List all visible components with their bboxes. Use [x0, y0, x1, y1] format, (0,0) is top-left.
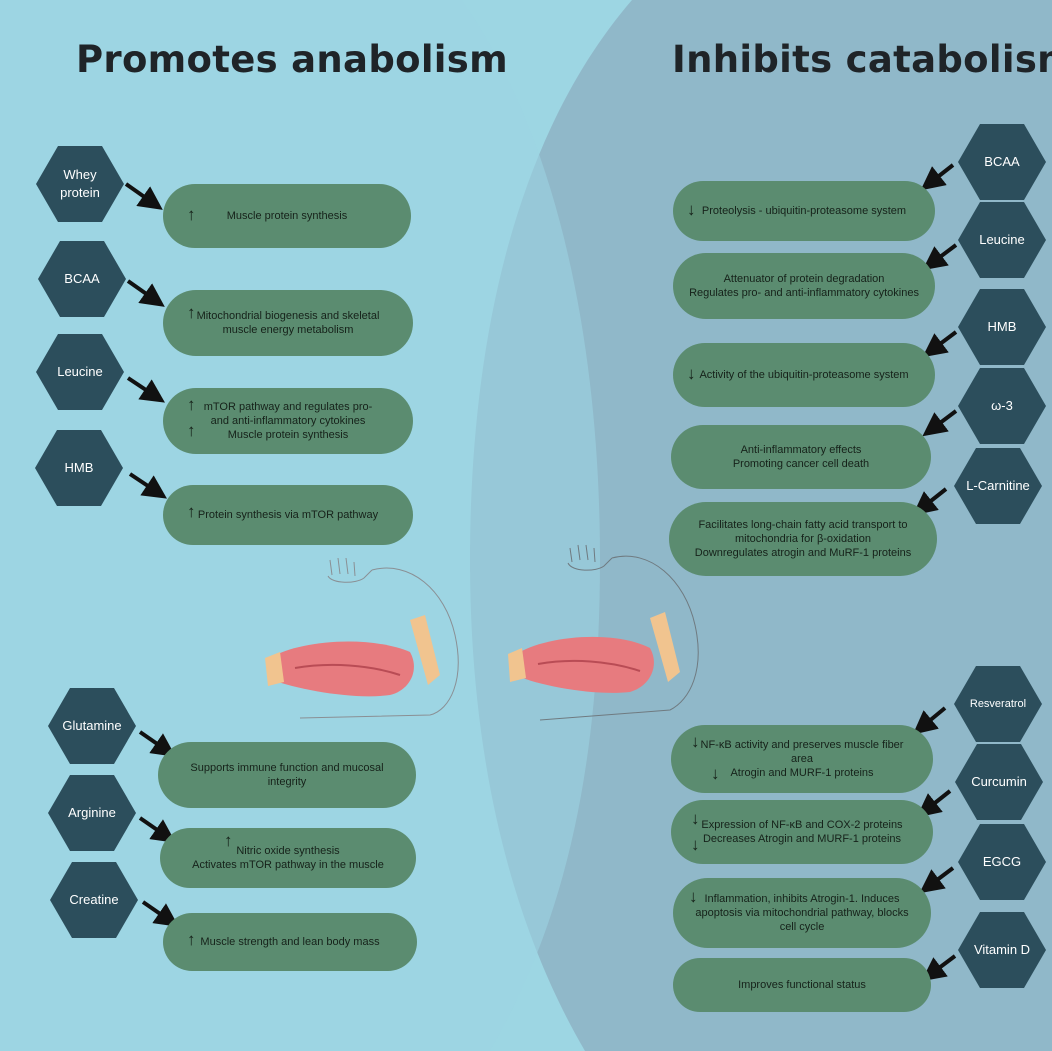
up-arrow-icon: ↑: [187, 303, 196, 322]
effect-muscle-protein-synthesis: ↑ Muscle protein synthesis: [163, 184, 411, 248]
hexagon-label: ω-3: [991, 398, 1013, 414]
effect-protein-synthesis-mtor: ↑ Protein synthesis via mTOR pathway: [163, 485, 413, 545]
hexagon-label: L-Carnitine: [966, 478, 1030, 494]
effect-ubiquitin-proteasome-activity: ↓ Activity of the ubiquitin-proteasome s…: [673, 343, 935, 407]
down-arrow-icon: ↓: [689, 887, 698, 906]
hexagon-label: BCAA: [984, 154, 1020, 170]
effect-line: apoptosis via mitochondrial pathway, blo…: [695, 906, 909, 919]
down-arrow-icon: ↓: [691, 835, 700, 854]
effect-line: NF-κB activity and preserves muscle fibe…: [700, 738, 904, 751]
effect-line: integrity: [267, 776, 307, 788]
hexagon-label: Leucine: [57, 364, 103, 380]
effect-line: Attenuator of protein degradation: [723, 272, 885, 285]
effect-proteolysis: ↓ Proteolysis - ubiquitin-proteasome sys…: [673, 181, 935, 241]
effect-line: Decreases Atrogin and MURF-1 proteins: [702, 833, 902, 845]
effect-line: Atrogin and MURF-1 proteins: [730, 767, 874, 780]
hexagon-label: EGCG: [982, 854, 1022, 870]
effect-line: Nitric oxide synthesis: [236, 844, 340, 857]
effect-nf-kb-activity: ↓ ↓ NF-κB activity and preserves muscle …: [671, 725, 933, 793]
effect-line: Muscle protein synthesis: [227, 429, 349, 442]
effect-line: cell cycle: [779, 921, 825, 934]
hexagon-arginine: Arginine: [48, 775, 136, 851]
down-arrow-icon: ↓: [687, 200, 696, 219]
hexagon-label: Glutamine: [62, 718, 122, 734]
up-arrow-icon: ↑: [224, 831, 233, 850]
effect-line: and anti-inflammatory cytokines: [210, 414, 366, 427]
effect-functional-status: Improves functional status: [673, 958, 931, 1012]
up-arrow-icon: ↑: [187, 930, 196, 949]
hexagon-glutamine: Glutamine: [48, 688, 136, 764]
down-arrow-icon: ↓: [691, 732, 700, 751]
down-arrow-icon: ↓: [687, 364, 696, 383]
hexagon-label: Resveratrol: [969, 697, 1027, 710]
effect-mitochondrial-biogenesis: ↑ Mitochondrial biogenesis and skeletal m…: [163, 290, 413, 356]
effect-line: Anti-inflammatory effects: [740, 443, 862, 456]
effect-line: mTOR pathway and regulates pro-: [203, 400, 373, 413]
effect-mtor-pathway: ↑ ↑ mTOR pathway and regulates pro-and a…: [163, 388, 413, 454]
effect-line: Proteolysis - ubiquitin-proteasome syste…: [701, 204, 907, 217]
down-arrow-icon: ↓: [711, 764, 720, 783]
hexagon-label: Whey protein: [60, 167, 100, 200]
effect-line: area: [790, 752, 813, 765]
effect-line: mitochondria for β-oxidation: [735, 532, 871, 545]
up-arrow-icon: ↑: [187, 421, 196, 440]
effect-line: Improves functional status: [738, 978, 866, 991]
effect-line: Promoting cancer cell death: [732, 458, 870, 470]
effect-line: Regulates pro- and anti-inflammatory cyt…: [689, 287, 919, 299]
arm-illustration-right: [508, 544, 699, 721]
effect-line: Mitochondrial biogenesis and skeletal: [196, 309, 380, 322]
hexagon-creatine: Creatine: [50, 862, 138, 938]
effect-line: Activates mTOR pathway in the muscle: [192, 859, 384, 871]
arm-illustration-left: [265, 557, 459, 719]
effect-line: Muscle protein synthesis: [226, 209, 348, 222]
effect-line: muscle energy metabolism: [222, 324, 354, 336]
right-title: Inhibits catabolism: [672, 38, 1052, 81]
hexagon-label: HMB: [64, 460, 94, 476]
hexagon-label: HMB: [987, 319, 1017, 335]
hexagon-label: Curcumin: [971, 774, 1027, 790]
effect-fatty-acid-transport: Facilitates long-chain fatty acid transp…: [669, 502, 937, 576]
hexagon-whey-protein: Whey protein: [36, 146, 124, 222]
effect-cox2-expression: ↓ ↓ Expression of NF-κB and COX-2 protei…: [671, 800, 933, 864]
effect-line: Activity of the ubiquitin-proteasome sys…: [699, 368, 909, 381]
up-arrow-icon: ↑: [187, 395, 196, 414]
effect-line: Protein synthesis via mTOR pathway: [197, 508, 379, 521]
up-arrow-icon: ↑: [187, 502, 196, 521]
hexagon-label: Arginine: [68, 805, 116, 821]
hexagon-label: Creatine: [69, 892, 119, 908]
effect-line: Facilitates long-chain fatty acid transp…: [698, 518, 908, 531]
effect-line: Muscle strength and lean body mass: [200, 935, 380, 948]
effect-line: Expression of NF-κB and COX-2 proteins: [701, 818, 903, 831]
hexagon-label: Leucine: [979, 232, 1025, 248]
down-arrow-icon: ↓: [691, 809, 700, 828]
effect-line: Inflammation, inhibits Atrogin-1. Induce…: [704, 892, 900, 905]
up-arrow-icon: ↑: [187, 205, 196, 224]
effect-immune-function: Supports immune function and mucosal inte…: [158, 742, 416, 808]
hexagon-label: Vitamin D: [973, 942, 1031, 958]
left-title: Promotes anabolism: [76, 38, 508, 81]
effect-inflammation-apoptosis: ↓ Inflammation, inhibits Atrogin-1. Indu…: [673, 878, 931, 948]
effect-line: Supports immune function and mucosal: [190, 761, 384, 774]
effect-line: Downregulates atrogin and MuRF-1 protein…: [694, 547, 912, 560]
hexagon-label: BCAA: [64, 271, 100, 287]
effect-muscle-strength: ↑ Muscle strength and lean body mass: [163, 913, 417, 971]
